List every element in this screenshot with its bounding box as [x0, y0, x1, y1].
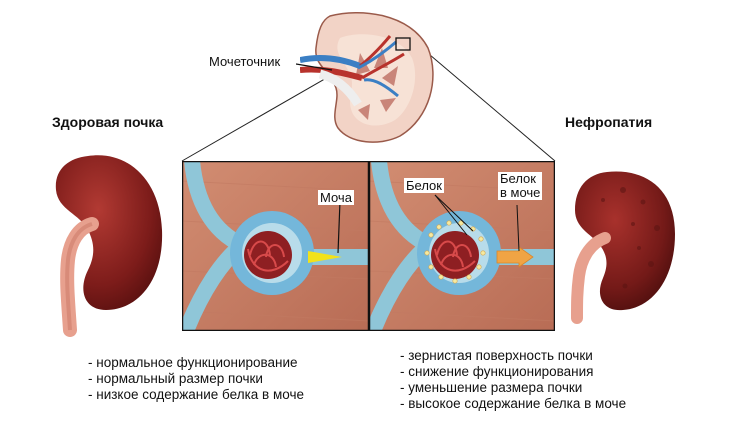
- nephropathy-features-list: - зернистая поверхность почки - снижение…: [400, 348, 626, 412]
- zoom-square: [395, 37, 411, 51]
- healthy-kidney-title: Здоровая почка: [52, 114, 164, 130]
- kidney-cross-section: [300, 11, 434, 143]
- list-item: - нормальный размер почки: [88, 371, 263, 386]
- protein-in-urine-line2: в моче: [500, 185, 541, 200]
- list-item: - снижение функционирования: [400, 364, 594, 379]
- protein-label: Белок: [404, 178, 444, 193]
- list-item: - низкое содержание белка в моче: [88, 387, 304, 402]
- ureter-pointer: [296, 63, 333, 71]
- ureter-label: Мочеточник: [209, 54, 281, 69]
- list-item: - уменьшение размера почки: [400, 380, 583, 395]
- healthy-features-list: - нормальное функционирование - нормальн…: [88, 355, 304, 403]
- healthy-nephron-panel: [182, 161, 369, 331]
- nephropathy-nephron-panel: [369, 161, 555, 331]
- list-item: - нормальное функционирование: [88, 355, 298, 370]
- healthy-kidney: [55, 155, 163, 337]
- list-item: - высокое содержание белка в моче: [400, 396, 627, 411]
- nephropathy-kidney: [571, 171, 675, 324]
- list-item: - зернистая поверхность почки: [400, 348, 593, 363]
- protein-in-urine-label: Белок в моче: [498, 171, 543, 200]
- urine-label: Моча: [318, 190, 354, 205]
- nephropathy-title: Нефропатия: [565, 114, 653, 130]
- protein-in-urine-line1: Белок: [500, 171, 536, 186]
